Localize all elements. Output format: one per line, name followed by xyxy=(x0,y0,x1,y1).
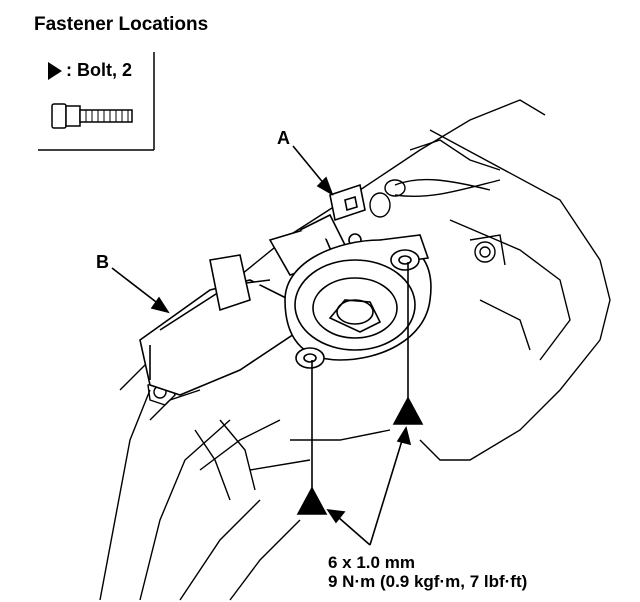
lower-bolt-triangle-icon xyxy=(296,486,328,515)
bolt-markers xyxy=(296,262,424,515)
spec-leaders xyxy=(326,425,412,546)
window-motor xyxy=(139,183,366,396)
callout-b-leader xyxy=(111,267,170,314)
bolt-size-spec: 6 x 1.0 mm xyxy=(328,553,415,572)
callout-a-leader xyxy=(292,145,334,196)
regulator-cable xyxy=(369,178,501,218)
fastener-legend: : Bolt, 2 xyxy=(38,52,154,150)
bolt-torque-spec: 9 N·m (0.9 kgf·m, 7 lbf·ft) xyxy=(328,572,528,591)
bolt-legend-text: : Bolt, 2 xyxy=(66,60,132,80)
callout-a-label: A xyxy=(277,128,290,148)
page-title: Fastener Locations xyxy=(34,14,209,35)
legend-border xyxy=(38,52,155,151)
bolt-legend-row: : Bolt, 2 xyxy=(48,60,132,81)
bolt-icon xyxy=(51,103,133,129)
door-panel-outline xyxy=(99,99,611,601)
bolt-holes xyxy=(295,249,420,369)
callout-b-label: B xyxy=(96,252,109,272)
upper-bolt-triangle-icon xyxy=(392,396,424,425)
triangle-marker-icon xyxy=(48,61,62,80)
